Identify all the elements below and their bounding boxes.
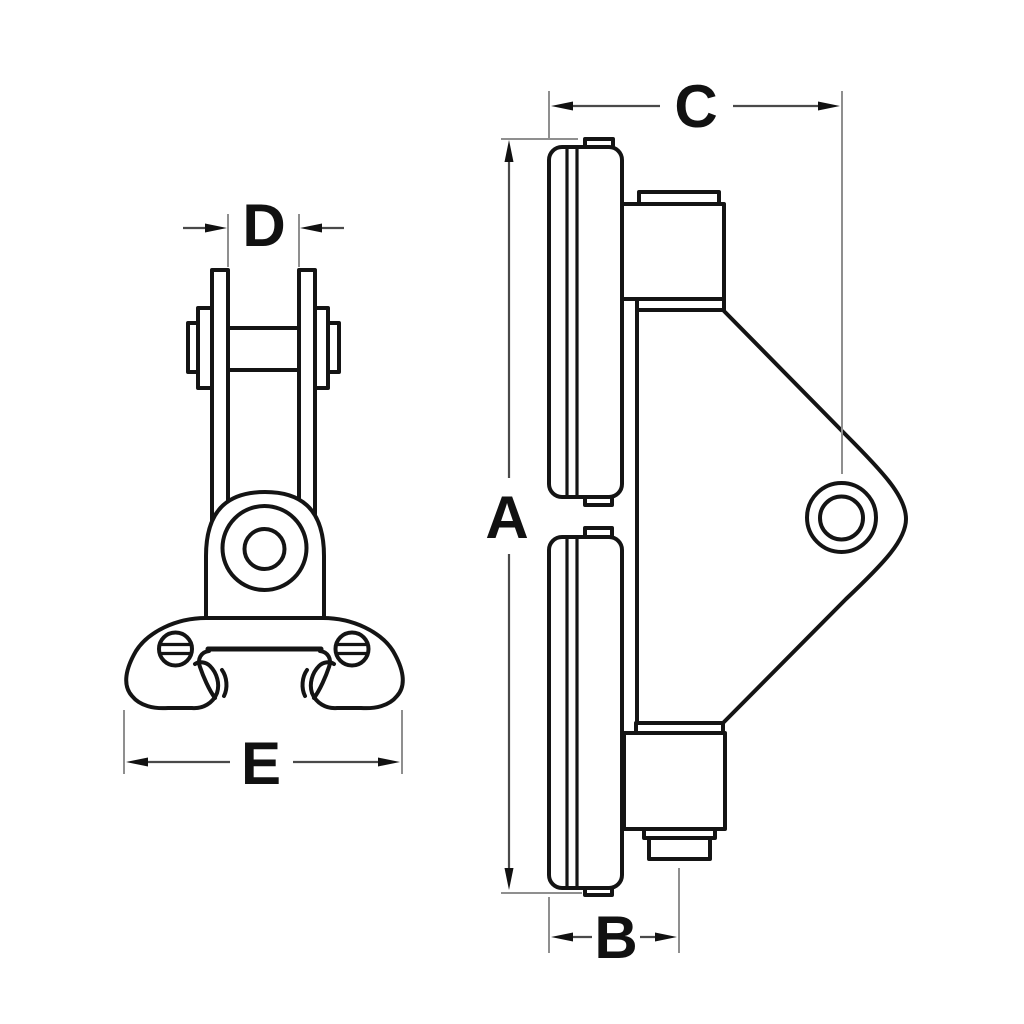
screw-right-slot xyxy=(336,642,368,656)
side-view: C A B xyxy=(485,73,908,971)
bar-upper-seam xyxy=(565,148,579,496)
dimension-a: A xyxy=(485,138,582,894)
slide-bar-upper xyxy=(547,137,624,507)
dim-c-arrow-left xyxy=(551,101,573,111)
dim-c-label: C xyxy=(674,73,717,140)
dim-b-label: B xyxy=(594,904,637,971)
bar-lower-seam xyxy=(565,538,579,887)
screw-right-head xyxy=(333,630,371,668)
lower-roller xyxy=(622,721,727,861)
lower-stud-step2 xyxy=(647,836,712,861)
bar-upper-body xyxy=(547,145,624,499)
dim-d-arrow-left xyxy=(205,223,227,233)
screw-left xyxy=(157,630,194,668)
pin-assembly xyxy=(186,306,341,390)
mounting-plate xyxy=(635,308,908,725)
upper-roller-flange xyxy=(635,297,726,312)
dim-e-label: E xyxy=(241,730,281,797)
lower-roller-body xyxy=(622,731,727,831)
dim-b-arrow-left xyxy=(551,932,573,942)
base-outline-right xyxy=(262,616,405,711)
channel-hook-left xyxy=(197,649,217,700)
upper-roller-body xyxy=(620,202,726,301)
pin-washer-left xyxy=(196,306,214,390)
dimension-c: C xyxy=(548,73,843,474)
dim-c-arrow-right xyxy=(818,101,840,111)
dimension-b: B xyxy=(548,868,680,971)
bar-lower-body xyxy=(547,535,624,890)
dim-a-label: A xyxy=(485,484,528,551)
channel-lip-right xyxy=(300,668,309,698)
dim-b-arrow-right xyxy=(655,932,677,942)
channel-lip-left xyxy=(220,668,229,698)
dimension-e: E xyxy=(123,710,403,797)
front-view: D E xyxy=(123,192,405,797)
slide-bar-lower xyxy=(547,526,624,897)
pin-crossbar xyxy=(226,326,301,372)
plate-hole-inner xyxy=(818,494,865,542)
dim-d-label: D xyxy=(242,192,285,259)
dim-a-arrow-bottom xyxy=(504,868,514,890)
screw-right xyxy=(333,630,371,668)
boss-hole xyxy=(242,527,287,571)
channel-base xyxy=(124,616,405,711)
dim-a-arrow-top xyxy=(504,140,514,162)
screw-left-head xyxy=(157,630,194,668)
dimension-d: D xyxy=(183,192,344,267)
upper-roller xyxy=(620,190,726,312)
screw-left-slot xyxy=(160,642,191,656)
dim-d-arrow-right xyxy=(300,223,322,233)
channel-hook-right xyxy=(312,649,332,700)
dim-e-arrow-left xyxy=(126,757,148,767)
base-outline-left xyxy=(124,616,267,711)
dim-e-arrow-right xyxy=(378,757,400,767)
